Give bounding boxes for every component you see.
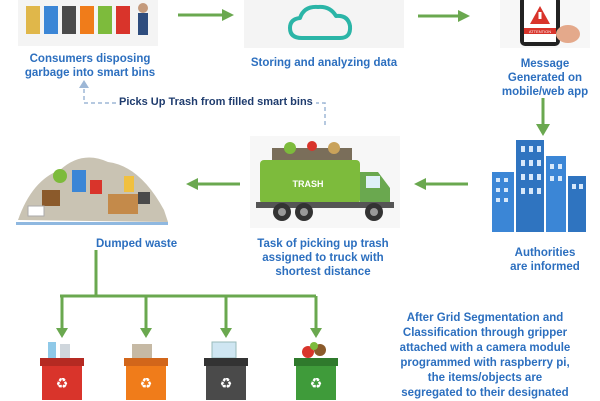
step-message-caption: Message Generated on mobile/web app [501, 58, 589, 98]
truck-trash-label: TRASH [293, 179, 324, 189]
recycle-bin-red-icon: ♻ [40, 342, 84, 400]
buildings-icon [492, 140, 586, 232]
cloud-panel [244, 0, 404, 48]
recycle-icon: ♻ [56, 375, 69, 391]
arrow-left-1 [186, 178, 240, 190]
arrow-right-1 [178, 9, 234, 21]
step-authorities-caption: Authorities are informed [510, 247, 580, 273]
cloud-icon [288, 4, 353, 40]
segregation-note: After Grid Segmentation and Classificati… [399, 312, 571, 399]
recycle-icon: ♻ [310, 375, 323, 391]
arrow-left-2 [414, 178, 468, 190]
smart-bins-icon [26, 3, 148, 35]
phone-panel: ATTENTION [500, 0, 590, 48]
trash-truck-icon: TRASH [256, 141, 394, 221]
step-dumped-caption: Dumped waste [96, 238, 178, 250]
bin-green: ♻ [290, 340, 342, 400]
step-consumers-caption: Consumers disposing garbage into smart b… [24, 53, 156, 79]
bin-black: ♻ [200, 340, 252, 400]
step-task-caption: Task of picking up trash assigned to tru… [257, 238, 389, 278]
waste-pile-illustration [12, 140, 172, 230]
recycle-icon: ♻ [140, 375, 153, 391]
recycle-bin-black-icon: ♻ [204, 341, 248, 400]
arrow-right-2 [418, 10, 470, 22]
trash-truck-illustration: TRASH [250, 136, 400, 228]
bin-orange: ♻ [120, 340, 172, 400]
recycle-bin-green-icon: ♻ [294, 342, 338, 400]
smart-bins-illustration [18, 0, 158, 46]
bin-red: ♻ [36, 340, 88, 400]
recycle-icon: ♻ [220, 375, 233, 391]
step-storing-caption: Storing and analyzing data [250, 57, 398, 69]
waste-pile-icon [16, 157, 168, 225]
arrow-down-1 [536, 98, 550, 136]
recycle-bin-orange-icon: ♻ [124, 344, 168, 400]
loop-label: Picks Up Trash from filled smart bins [116, 96, 316, 109]
phone-attention-label: ATTENTION [529, 29, 551, 34]
phone-alert-icon: ATTENTION [520, 0, 580, 46]
buildings-illustration [486, 136, 590, 236]
